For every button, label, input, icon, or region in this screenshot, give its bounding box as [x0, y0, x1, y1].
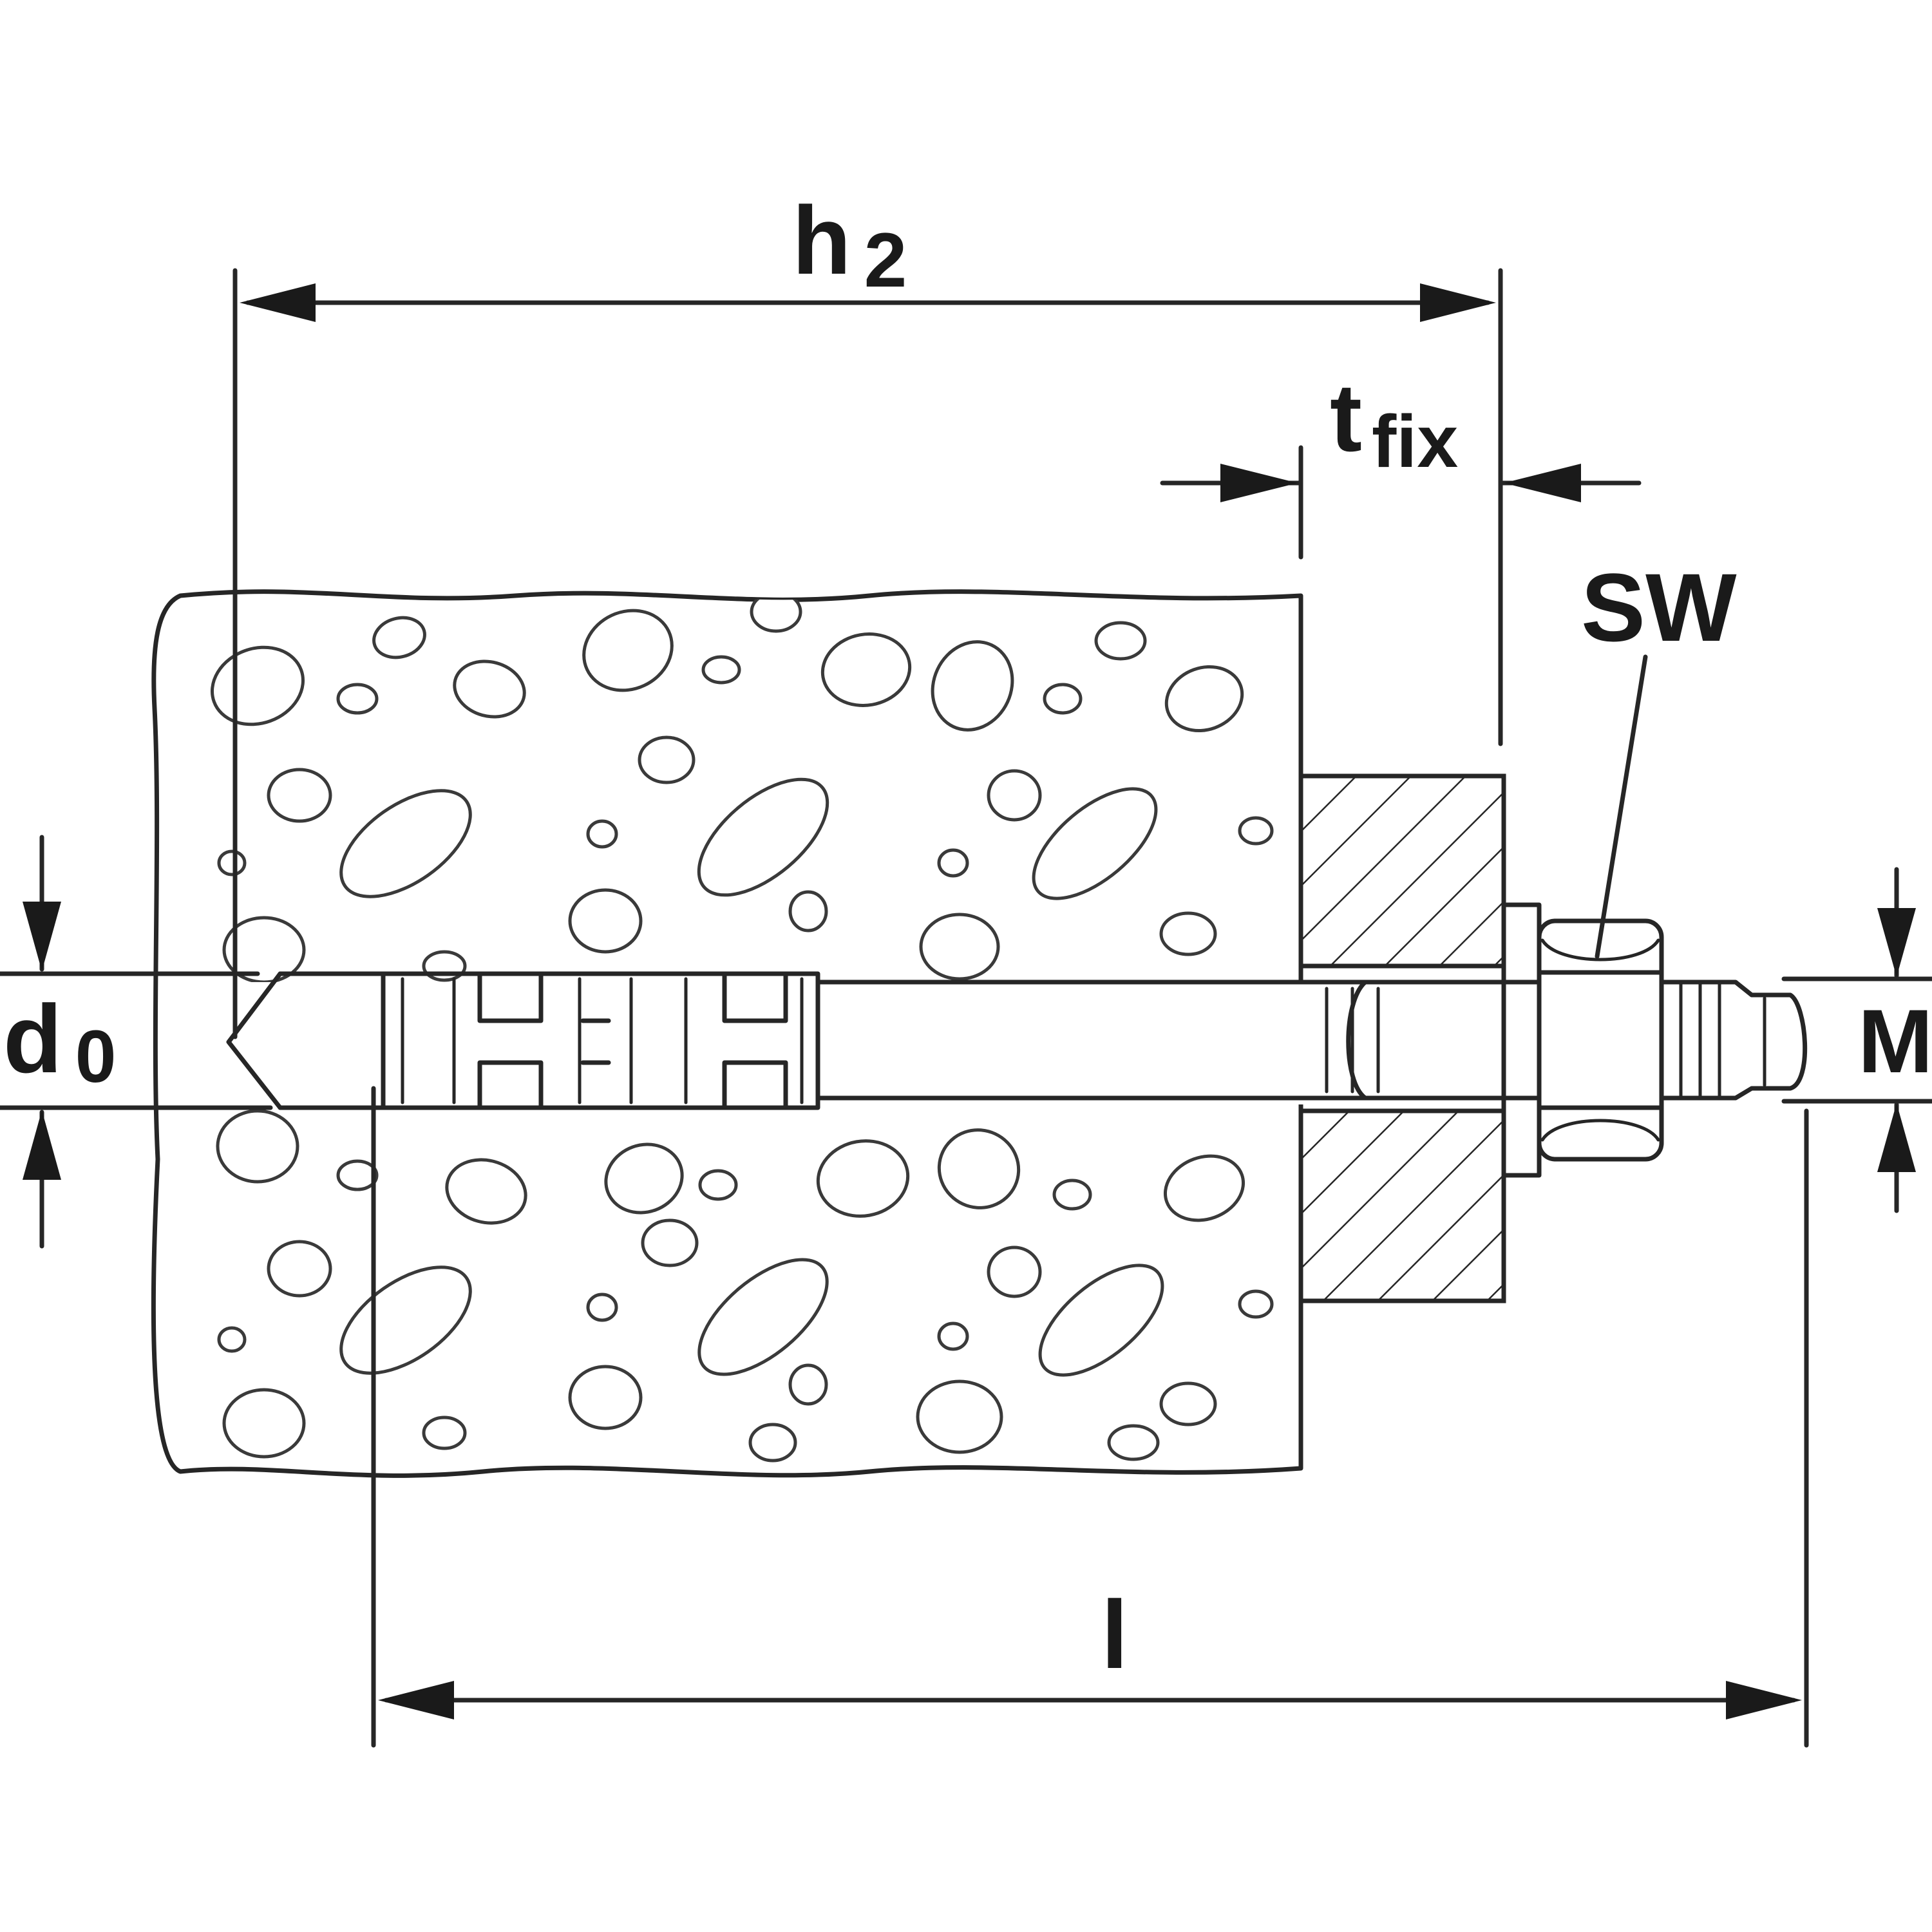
- anchor-bolt: [226, 902, 1808, 1178]
- concrete-aggregate: [210, 591, 1274, 1463]
- expansion-sleeve: [381, 971, 820, 1110]
- dimension-m: M: [1781, 867, 1932, 1213]
- fixture-plate: [1298, 773, 1506, 1303]
- sw-callout: SW: [1581, 553, 1737, 959]
- concrete-base: [151, 589, 1303, 1478]
- drill-hole: [0, 971, 1307, 1110]
- dimension-l: l: [371, 1086, 1809, 1748]
- l-label: l: [1101, 1580, 1128, 1689]
- m-label: M: [1858, 990, 1932, 1092]
- sw-label: SW: [1581, 553, 1737, 661]
- hex-nut: [1537, 918, 1664, 1162]
